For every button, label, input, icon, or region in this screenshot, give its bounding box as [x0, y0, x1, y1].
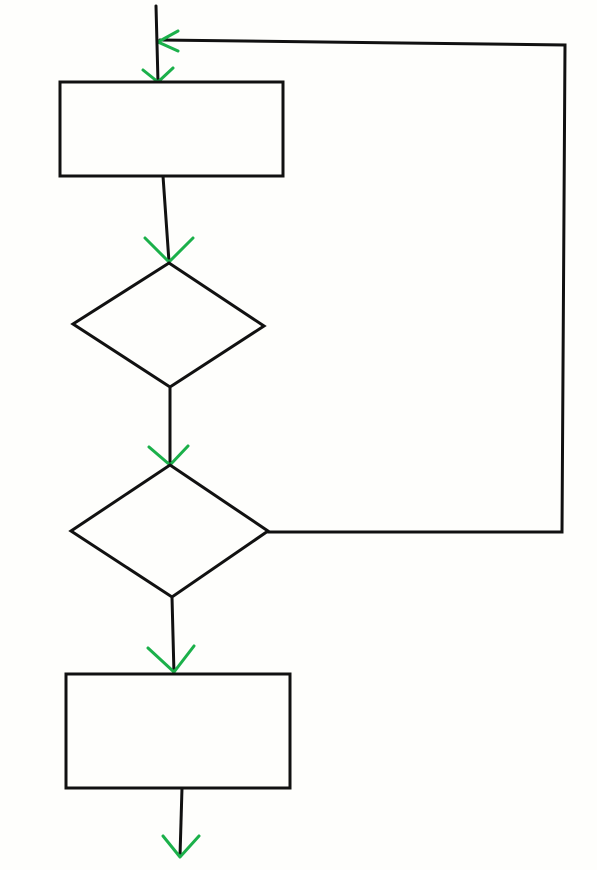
- connector-diamond-2-to-box-arrowhead: [146, 644, 196, 674]
- connector-box-to-diamond-1: [161, 174, 171, 264]
- decision-diamond-2: [68, 463, 271, 599]
- exit-arrowhead: [161, 834, 201, 859]
- process-box-bottom: [64, 672, 292, 790]
- decision-diamond-1: [70, 261, 267, 389]
- entry-connector: [154, 4, 160, 84]
- loop-back-connector: [158, 38, 567, 534]
- connector-diamond-2-to-box: [170, 595, 176, 676]
- exit-connector: [178, 786, 184, 858]
- process-box-top: [58, 80, 285, 178]
